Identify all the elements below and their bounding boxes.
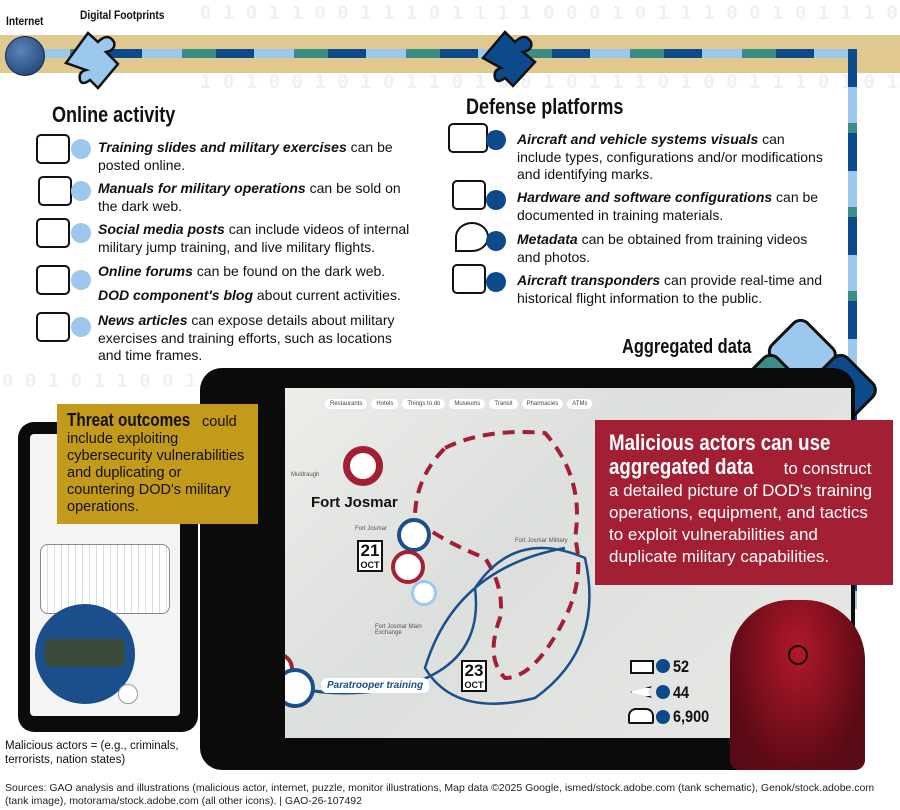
tank-image-circle bbox=[35, 604, 135, 704]
tablet-home-button[interactable] bbox=[118, 684, 138, 704]
chip-things-to-do[interactable]: Things to do bbox=[402, 399, 446, 409]
bullet-dot bbox=[486, 231, 506, 251]
manual-icon bbox=[38, 176, 72, 206]
personnel-count: 6,900 bbox=[673, 707, 710, 726]
map-label: Fort Josmar bbox=[355, 526, 388, 532]
route-label: Paratrooper training bbox=[321, 678, 430, 693]
people-marker-icon bbox=[391, 550, 425, 584]
bullet-dot bbox=[486, 190, 506, 210]
list-item: Social media posts can include videos of… bbox=[98, 221, 410, 255]
thumbs-up-icon bbox=[36, 218, 70, 248]
list-item: Hardware and software configurations can… bbox=[517, 189, 819, 223]
tank-schematic bbox=[40, 544, 170, 614]
location-pin-icon bbox=[455, 222, 489, 252]
chip-pharmacies[interactable]: Pharmacies bbox=[521, 399, 564, 409]
chip-museums[interactable]: Museums bbox=[449, 399, 486, 409]
binary-background: 1 0 1 0 0 1 0 1 0 1 1 0 1 0 0 1 0 1 1 1 … bbox=[200, 71, 898, 93]
fort-pin-icon bbox=[343, 446, 383, 486]
list-item: Metadata can be obtained from training v… bbox=[517, 231, 808, 265]
list-item: Aircraft transponders can provide real-t… bbox=[517, 272, 823, 306]
puzzle-piece-icon bbox=[63, 31, 120, 90]
malicious-actor-figure bbox=[730, 600, 865, 770]
chat-icon bbox=[36, 265, 70, 295]
aggregated-data-label: Aggregated data bbox=[622, 336, 752, 358]
chip-atms[interactable]: ATMs bbox=[567, 399, 593, 409]
threat-outcomes-callout: Threat outcomes could include exploiting… bbox=[57, 404, 258, 524]
binary-background: 0 0 1 0 1 1 0 0 1 bbox=[2, 370, 197, 392]
bullet-dot bbox=[71, 139, 91, 159]
map-label: Fort Josmar Main Exchange bbox=[375, 624, 422, 636]
digital-footprints-label: Digital Footprints bbox=[80, 8, 165, 22]
footnote: Malicious actors = (e.g., criminals, ter… bbox=[5, 740, 179, 766]
bullet-dot bbox=[71, 181, 91, 201]
timeline-vertical-line bbox=[848, 49, 857, 609]
chat-icon bbox=[36, 312, 70, 342]
chip-restaurants[interactable]: Restaurants bbox=[325, 399, 368, 409]
chip-hotels[interactable]: Hotels bbox=[371, 399, 399, 409]
online-activity-title: Online activity bbox=[52, 102, 176, 127]
sources: Sources: GAO analysis and illustrations … bbox=[5, 782, 875, 807]
list-item: Manuals for military operations can be s… bbox=[98, 180, 401, 214]
chat-marker-icon bbox=[411, 580, 437, 606]
code-gear-icon bbox=[452, 180, 486, 210]
binary-background: 0 1 0 1 1 0 0 1 1 1 0 1 1 1 1 0 0 0 1 0 … bbox=[200, 2, 898, 24]
bullet-dot bbox=[656, 659, 670, 673]
map-label: Muldraugh bbox=[291, 472, 320, 478]
defense-platforms-title: Defense platforms bbox=[466, 94, 624, 119]
tank-count: 52 bbox=[673, 657, 690, 676]
list-item: Training slides and military exercises c… bbox=[98, 139, 393, 173]
puzzle-piece-icon bbox=[481, 30, 537, 88]
timeline-dashed-line bbox=[40, 49, 855, 58]
list-item: Aircraft and vehicle systems visuals can… bbox=[517, 131, 823, 182]
bullet-dot bbox=[71, 223, 91, 243]
skull-icon bbox=[788, 645, 808, 665]
bullet-dot bbox=[71, 317, 91, 337]
bullet-dot bbox=[486, 272, 506, 292]
list-item: Online forums can be found on the dark w… bbox=[98, 263, 386, 279]
jet-pin-icon bbox=[452, 264, 486, 294]
bullet-dot bbox=[71, 270, 91, 290]
globe-icon bbox=[5, 36, 45, 76]
map-label: Fort Josmar Military bbox=[515, 538, 568, 544]
tank-marker-icon bbox=[397, 518, 431, 552]
tank-icon bbox=[630, 660, 654, 674]
bullet-dot bbox=[486, 130, 506, 150]
people-icon bbox=[628, 708, 654, 724]
book-icon bbox=[36, 134, 70, 164]
jet-tank-icon bbox=[448, 123, 488, 153]
list-item: DOD component's blog about current activ… bbox=[98, 287, 401, 303]
fort-name-label: Fort Josmar bbox=[311, 494, 398, 511]
list-item: News articles can expose details about m… bbox=[98, 312, 395, 363]
internet-label: Internet bbox=[6, 14, 44, 28]
bullet-dot bbox=[656, 710, 670, 724]
aircraft-count: 44 bbox=[673, 683, 690, 702]
chip-transit[interactable]: Transit bbox=[489, 399, 518, 409]
bullet-dot bbox=[656, 685, 670, 699]
